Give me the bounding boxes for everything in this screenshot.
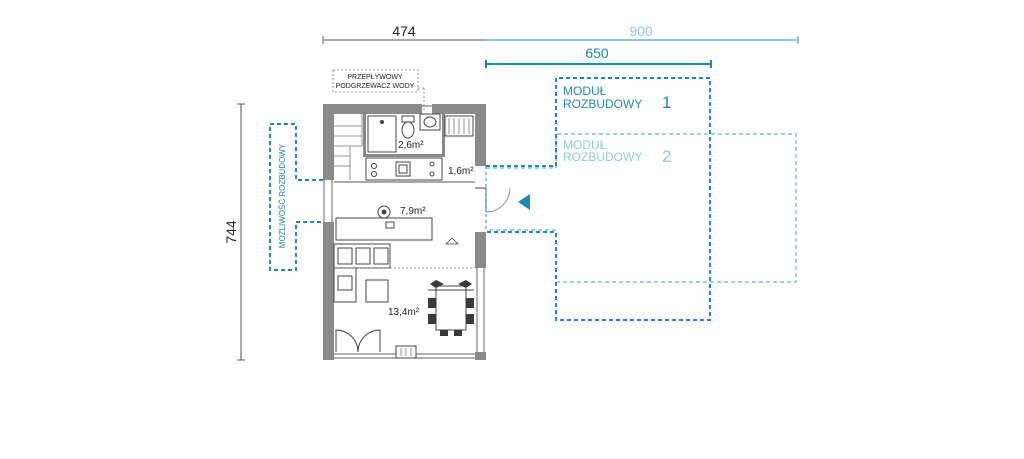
water-heater-label-line2: PODGRZEWACZ WODY <box>336 83 415 90</box>
module1-outline <box>486 77 711 321</box>
dining-chair-icon-3 <box>428 298 436 308</box>
wall-bottom-right <box>475 352 486 360</box>
sofa-cushion-1 <box>337 247 353 265</box>
living-area: 13,4m² <box>333 243 475 359</box>
wall-left-lower <box>323 222 334 360</box>
sofa-arm-cushion <box>337 275 353 291</box>
wall-right-upper <box>475 104 486 166</box>
kitchen-island <box>335 217 433 241</box>
sink-icon <box>423 116 437 128</box>
wall-top-right <box>432 104 486 114</box>
dining-chair-icon-5 <box>428 314 436 324</box>
dimension-main-height-label: 744 <box>223 220 239 244</box>
left-expansion-group: MOŻLIWOŚĆ ROZBUDOWY <box>269 123 323 271</box>
module1-label-line2: ROZBUDOWY <box>563 97 642 111</box>
dimension-top-group: 474 900 650 <box>322 23 799 68</box>
lamp-icon <box>445 237 459 245</box>
kitchen-tap-icon-2 <box>429 171 435 177</box>
coffee-table <box>365 279 389 303</box>
bathroom-area-label: 2,6m² <box>398 140 424 151</box>
dining-chair-icon-2 <box>458 280 472 288</box>
hall-area-label: 1,6m² <box>448 166 474 177</box>
wall-top-left <box>323 104 422 114</box>
module2-label-line2: ROZBUDOWY <box>563 150 642 164</box>
chair-icon <box>377 205 391 219</box>
wall-left-upper <box>323 104 334 180</box>
dining-area: 7,9m² <box>335 205 459 245</box>
shower-tray <box>367 115 397 153</box>
dining-chair-icon-6 <box>466 314 474 324</box>
dining-table <box>435 285 467 331</box>
module1-outline-group: MODUŁ ROZBUDOWY 1 <box>486 77 711 321</box>
entrance-arrow-icon <box>518 194 530 210</box>
dining-chair-icon-1 <box>430 280 444 288</box>
terrace-door-right-swing <box>357 329 381 353</box>
water-heater-label-box <box>332 69 419 93</box>
dimension-module2-width-label: 900 <box>629 23 653 39</box>
bathroom-partition-bottom <box>363 154 445 157</box>
dimension-left-group: 744 <box>223 103 245 361</box>
shower-drain-icon <box>380 120 384 124</box>
sofa-cushion-3 <box>373 247 389 265</box>
stairs <box>334 114 363 180</box>
module2-outline-group: MODUŁ ROZBUDOWY 2 <box>486 133 797 283</box>
wall-bottom-left <box>323 352 334 360</box>
kitchen-counter: 1,6m² <box>365 157 474 181</box>
hob-burner-icon-1 <box>371 163 377 169</box>
interior-partitions <box>334 114 475 183</box>
kitchen-sink-bowl <box>398 164 408 174</box>
left-expansion-outline <box>269 123 323 271</box>
dining-chair-icon-8 <box>454 330 462 336</box>
toilet-icon <box>401 121 415 139</box>
sofa-cushion-2 <box>355 247 371 265</box>
dining-chair-icon-7 <box>440 330 448 336</box>
building-walls <box>323 104 486 360</box>
module1-label-line1: MODUŁ <box>563 84 607 98</box>
water-heater-label-group: PRZEPŁYWOWY PODGRZEWACZ WODY <box>332 69 425 110</box>
living-area-label: 13,4m² <box>388 307 420 318</box>
wall-right-lower <box>475 232 486 268</box>
stool-icon <box>385 221 395 229</box>
module2-label-number: 2 <box>662 147 671 166</box>
dimension-main-width-label: 474 <box>392 23 416 39</box>
chair-inner-icon <box>381 209 387 215</box>
kitchen-tap-icon <box>429 161 435 167</box>
dining-chair-icon-4 <box>466 298 474 308</box>
bathroom-fixtures: 2,6m² <box>367 113 474 153</box>
terrace-door-left-swing <box>335 329 359 353</box>
module1-label-number: 1 <box>662 93 671 112</box>
module2-label-line1: MODUŁ <box>563 138 607 152</box>
bathroom-partition-left <box>363 114 366 156</box>
hall-partition <box>442 114 445 156</box>
entrance-door-swing <box>485 187 511 213</box>
hob-burner-icon-2 <box>371 171 377 177</box>
kitchen-area-label: 7,9m² <box>400 206 426 217</box>
toilet-tank <box>401 115 415 123</box>
dimension-module1-width-label: 650 <box>585 45 609 61</box>
water-heater-label-line1: PRZEPŁYWOWY <box>347 74 403 81</box>
left-expansion-label: MOŻLIWOŚĆ ROZBUDOWY <box>278 143 287 248</box>
entrance <box>475 166 530 232</box>
